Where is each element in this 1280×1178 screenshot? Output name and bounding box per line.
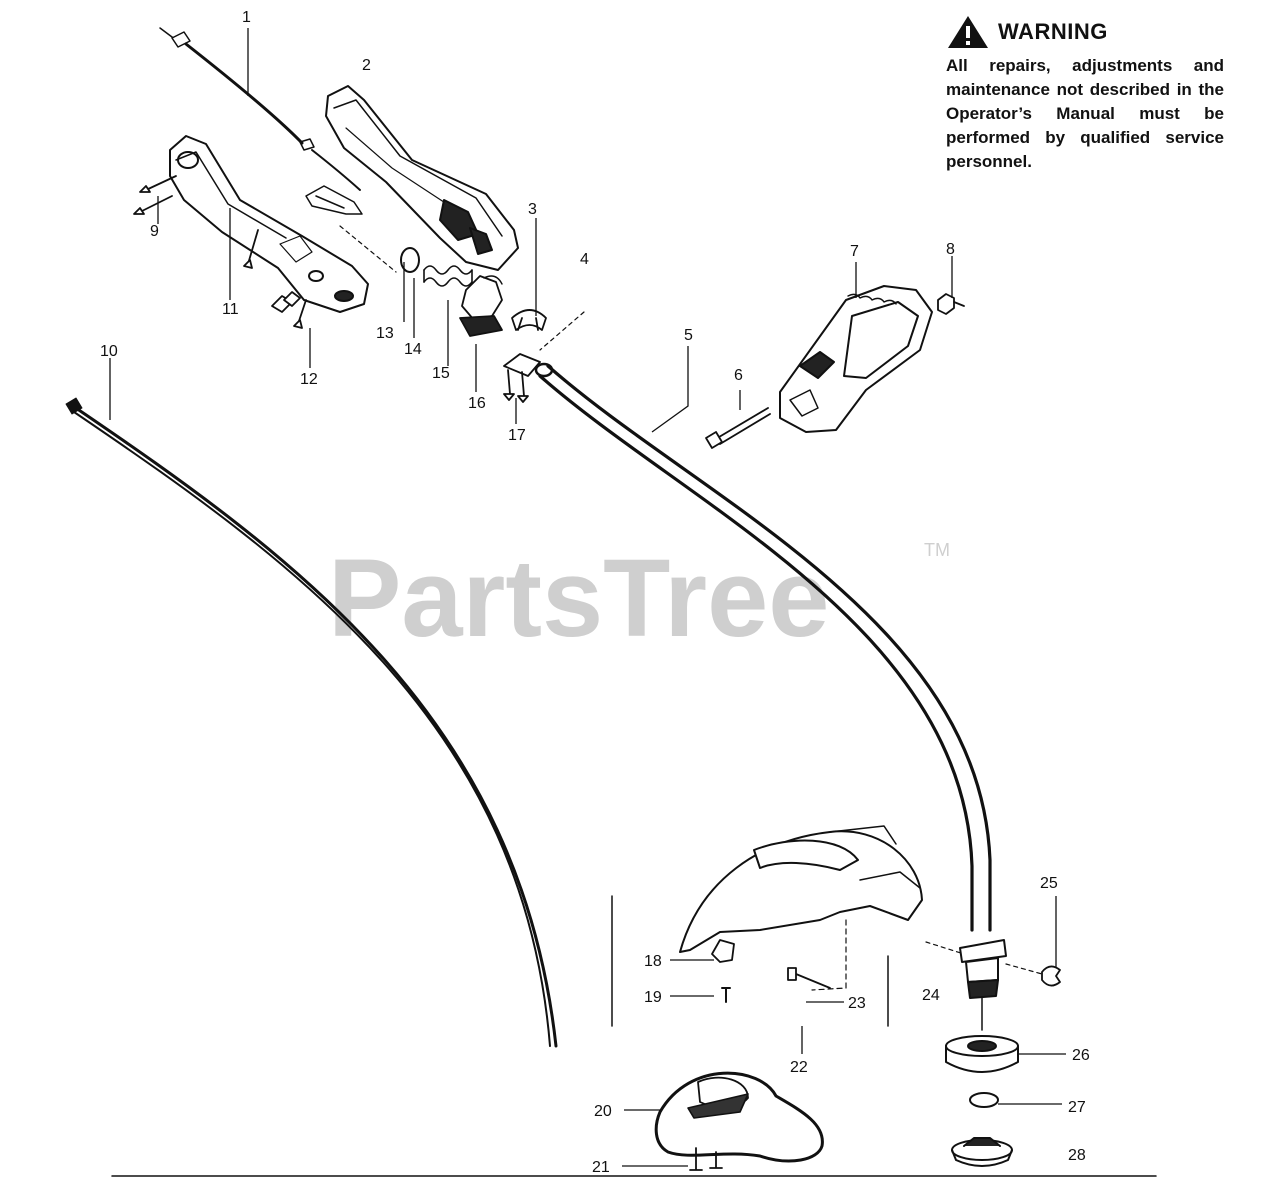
drive-tube <box>534 362 992 935</box>
handle-housing-lower <box>169 135 369 313</box>
callout-25: 25 <box>1040 875 1058 892</box>
clamp-bracket-17 <box>503 353 541 403</box>
spool-housing <box>945 1035 1019 1073</box>
callout-27: 27 <box>1068 1099 1086 1116</box>
throttle-trigger <box>305 185 363 215</box>
warning-body: All repairs, adjustments and maintenance… <box>946 56 1224 171</box>
clamp-half-3 <box>511 309 547 331</box>
callout-leaders <box>109 28 1066 1167</box>
callout-9: 9 <box>150 223 159 240</box>
spool-cap <box>951 1137 1013 1167</box>
leader-24 <box>925 941 965 955</box>
gear-head-clamp <box>959 939 1007 1031</box>
watermark-text: PartsTree <box>328 537 829 660</box>
callout-28: 28 <box>1068 1147 1086 1164</box>
wing-nut-25 <box>1041 965 1061 987</box>
callout-16: 16 <box>468 395 486 412</box>
callout-18: 18 <box>644 953 662 970</box>
callout-13: 13 <box>376 325 394 342</box>
bolt-6 <box>705 407 771 449</box>
warning-notice: WARNING All repairs, adjustments and mai… <box>946 14 1224 174</box>
watermark-trademark: TM <box>924 540 950 560</box>
screw-9 <box>133 175 177 215</box>
warning-triangle-icon <box>948 16 988 48</box>
shield-bracket-18 <box>711 939 735 963</box>
callout-1: 1 <box>242 9 251 26</box>
screw-21 <box>689 1147 723 1171</box>
leader-4 <box>539 311 585 351</box>
warning-title: WARNING <box>998 19 1108 44</box>
assist-handle <box>779 285 933 433</box>
assembly-line-housing <box>339 225 397 273</box>
callout-23: 23 <box>848 995 866 1012</box>
callout-14: 14 <box>404 341 422 358</box>
callout-5: 5 <box>684 327 693 344</box>
bolt-23 <box>787 967 831 989</box>
callout-22: 22 <box>790 1059 808 1076</box>
callout-24: 24 <box>922 987 940 1004</box>
callout-19: 19 <box>644 989 662 1006</box>
callout-4: 4 <box>580 251 589 268</box>
callout-17: 17 <box>508 427 526 444</box>
shield-guard-20 <box>654 1071 824 1163</box>
leader-shield <box>811 919 847 991</box>
callout-26: 26 <box>1072 1047 1090 1064</box>
callout-7: 7 <box>850 243 859 260</box>
screw-19 <box>721 987 731 1003</box>
throttle-cable <box>159 27 361 191</box>
callout-15: 15 <box>432 365 450 382</box>
handle-housing-upper <box>325 85 519 271</box>
screw-12 <box>243 229 307 329</box>
callout-2: 2 <box>362 57 371 74</box>
warning-header: WARNING <box>946 14 1224 50</box>
spring-14 <box>423 265 473 287</box>
callout-20: 20 <box>594 1103 612 1120</box>
callout-10: 10 <box>100 343 118 360</box>
washer-27 <box>969 1092 999 1108</box>
callout-6: 6 <box>734 367 743 384</box>
callout-21: 21 <box>592 1159 610 1176</box>
callout-12: 12 <box>300 371 318 388</box>
callout-11: 11 <box>222 301 239 318</box>
callout-3: 3 <box>528 201 537 218</box>
drive-shaft <box>65 397 558 1048</box>
leader-25 <box>1005 963 1043 975</box>
clamp-assembly-15-16 <box>459 275 503 337</box>
callout-labels: 1 2 3 4 5 6 7 8 9 10 11 12 13 14 15 16 1… <box>100 9 1090 1176</box>
grass-shield <box>679 825 923 953</box>
nut-8 <box>937 293 965 315</box>
callout-8: 8 <box>946 241 955 258</box>
ring-13 <box>400 247 420 273</box>
